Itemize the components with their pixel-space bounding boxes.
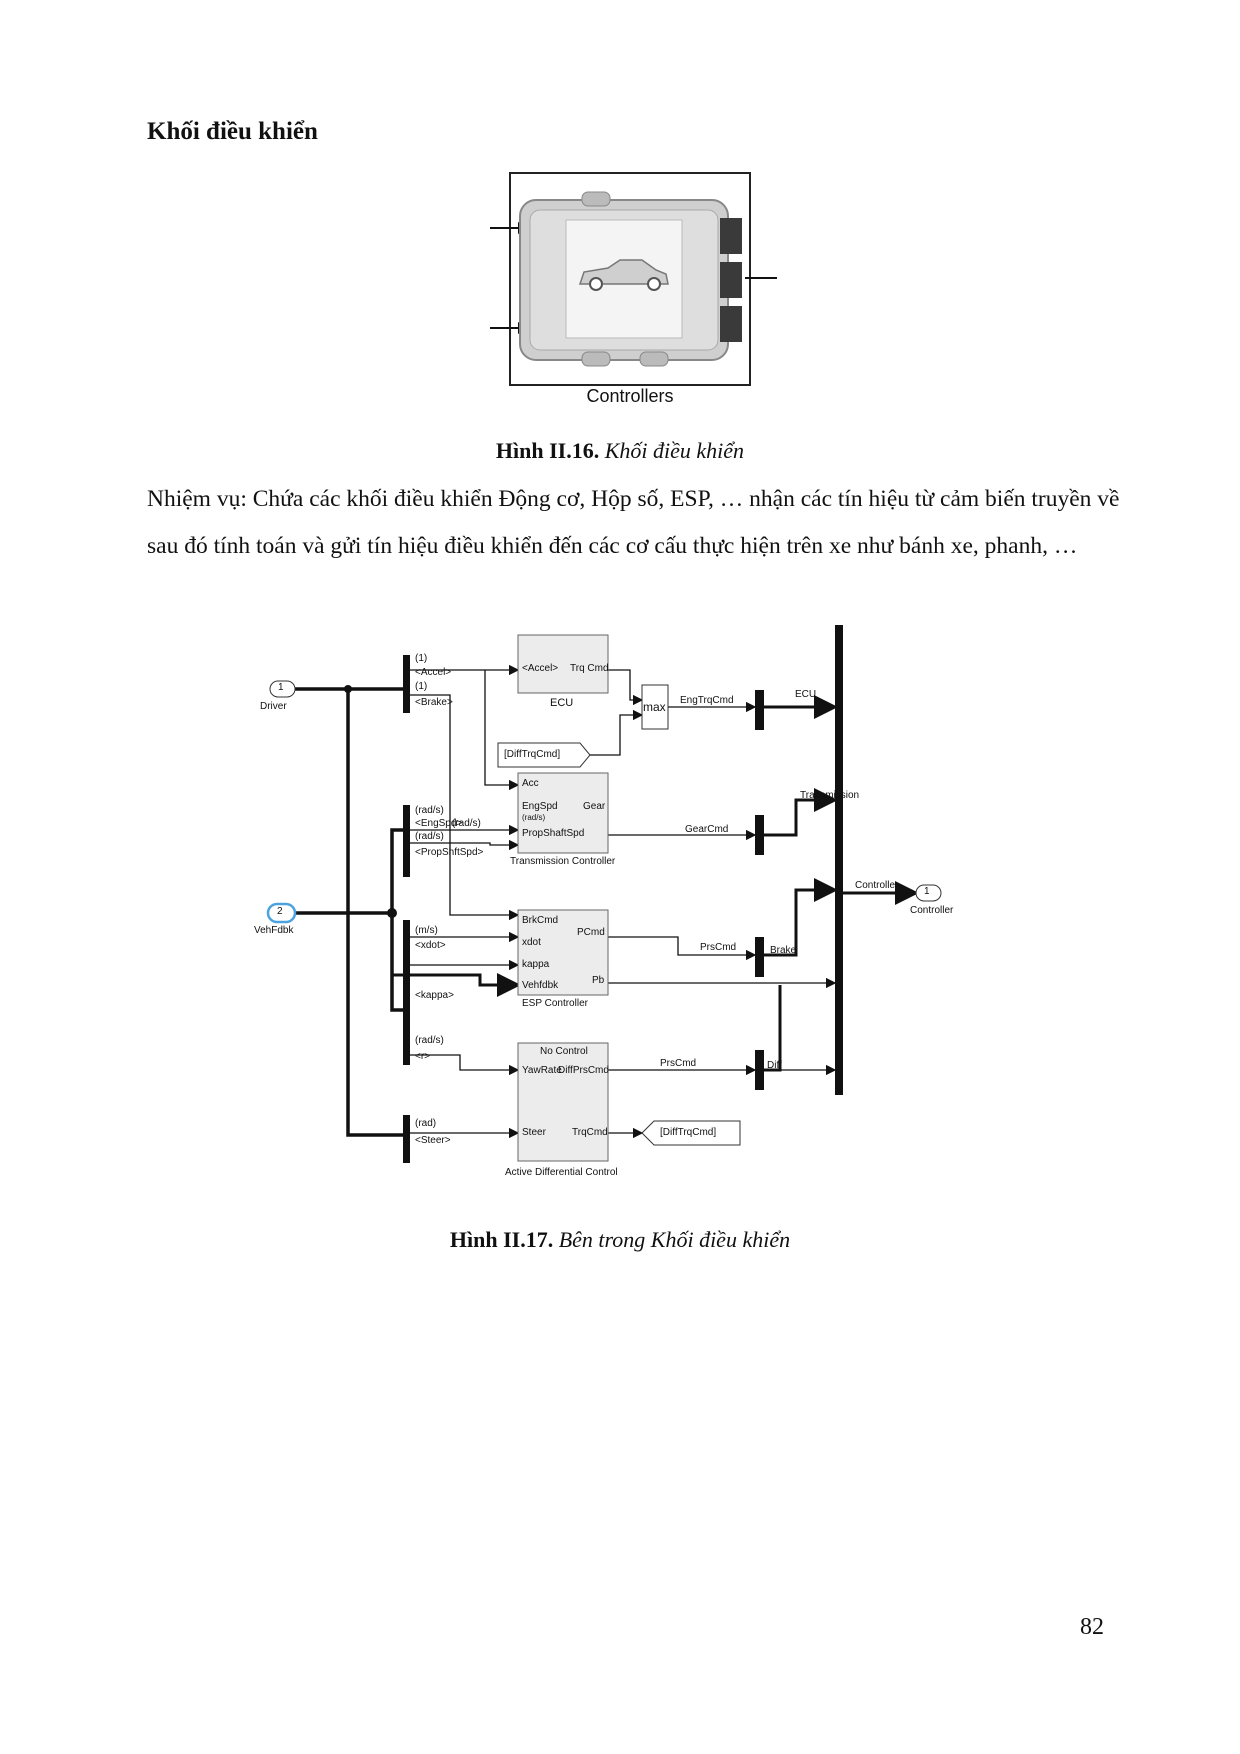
esp-in1: BrkCmd [522, 915, 559, 926]
adc-name: Active Differential Control [505, 1167, 618, 1178]
ecu-output: Trq Cmd [570, 663, 609, 674]
figure-17-caption: Hình II.17. Bên trong Khối điều khiển [0, 1227, 1240, 1253]
bus-label: <xdot> [415, 940, 446, 951]
adc-title: No Control [540, 1046, 588, 1057]
from-tag: [DiffTrqCmd] [504, 749, 561, 760]
signal-prs1: PrsCmd [700, 942, 737, 953]
bus-label: (rad/s) [415, 1035, 444, 1046]
trans-in3: PropShaftSpd [522, 828, 585, 839]
esp-in4: Vehfdbk [522, 980, 559, 991]
outport-num: 1 [924, 886, 930, 897]
figure-controllers-block [490, 172, 777, 386]
inport-2-name: VehFdbk [254, 925, 294, 936]
caption-text: Bên trong Khối điều khiển [558, 1227, 791, 1252]
ecu-input: <Accel> [522, 663, 559, 674]
section-heading: Khối điều khiển [147, 118, 318, 145]
caption-text: Khối điều khiển [604, 438, 745, 463]
bus-label: (m/s) [415, 925, 438, 936]
bus-label: <r> [415, 1051, 431, 1062]
mux-label: Controller [855, 880, 899, 891]
inport-2-num: 2 [277, 906, 283, 917]
mux-label: Brake [770, 945, 797, 956]
bus-label: <Steer> [415, 1135, 451, 1146]
bus-label: <PropShftSpd> [415, 847, 484, 858]
signal-gear: GearCmd [685, 824, 729, 835]
inport-1-name: Driver [260, 701, 287, 712]
bus-label: <kappa> [415, 990, 454, 1001]
esp-out2: Pb [592, 975, 605, 986]
bus-label: (1) [415, 681, 428, 692]
outport-name: Controller [910, 905, 954, 916]
mux-label: Transmission [800, 790, 860, 801]
adc-in2: Steer [522, 1127, 546, 1138]
controllers-block-label: Controllers [586, 386, 674, 406]
diagram-labels: 1 Driver 2 VehFdbk 1 Controller (1) <Acc… [240, 615, 1040, 1215]
caption-number: Hình II.16. [495, 438, 600, 463]
adc-out2: TrqCmd [572, 1127, 608, 1138]
bus-label: <Brake> [415, 697, 453, 708]
adc-out1: DiffPrsCmd [558, 1065, 609, 1076]
max-label: max [643, 700, 666, 714]
goto-tag: [DiffTrqCmd] [660, 1127, 717, 1138]
trans-in1: Acc [522, 778, 539, 789]
trans-in2-unit: (rad/s) [522, 813, 546, 822]
bus-label: <Accel> [415, 667, 452, 678]
esp-in2: xdot [522, 937, 541, 948]
figure-16-caption: Hình II.16. Khối điều khiển [0, 438, 1240, 464]
esp-name: ESP Controller [522, 998, 588, 1009]
figure-controller-internals [266, 625, 942, 1163]
bus-label: (rad) [415, 1118, 437, 1129]
body-paragraph: Nhiệm vụ: Chứa các khối điều khiển Động … [147, 486, 1120, 559]
mux-label: ECU [795, 689, 817, 700]
esp-out1: PCmd [577, 927, 605, 938]
signal-prs2: PrsCmd [660, 1058, 697, 1069]
esp-in3: kappa [522, 959, 550, 970]
inport-1-num: 1 [278, 682, 284, 693]
caption-number: Hình II.17. [449, 1227, 554, 1252]
bus-label: (1) [415, 653, 428, 664]
signal-eng: EngTrqCmd [680, 695, 734, 706]
bus-label: (rad/s) [415, 831, 444, 842]
trans-name: Transmission Controller [510, 856, 616, 867]
bus-label: <EngSpd> [415, 818, 463, 829]
ecu-name: ECU [550, 697, 574, 709]
page-number: 82 [1080, 1614, 1104, 1640]
bus-label: (rad/s) [452, 818, 481, 829]
bus-label: (rad/s) [415, 805, 444, 816]
trans-in2: EngSpd [522, 801, 558, 812]
mux-label: Diff [767, 1060, 782, 1071]
trans-out: Gear [583, 801, 606, 812]
adc-in1: YawRate [522, 1065, 562, 1076]
